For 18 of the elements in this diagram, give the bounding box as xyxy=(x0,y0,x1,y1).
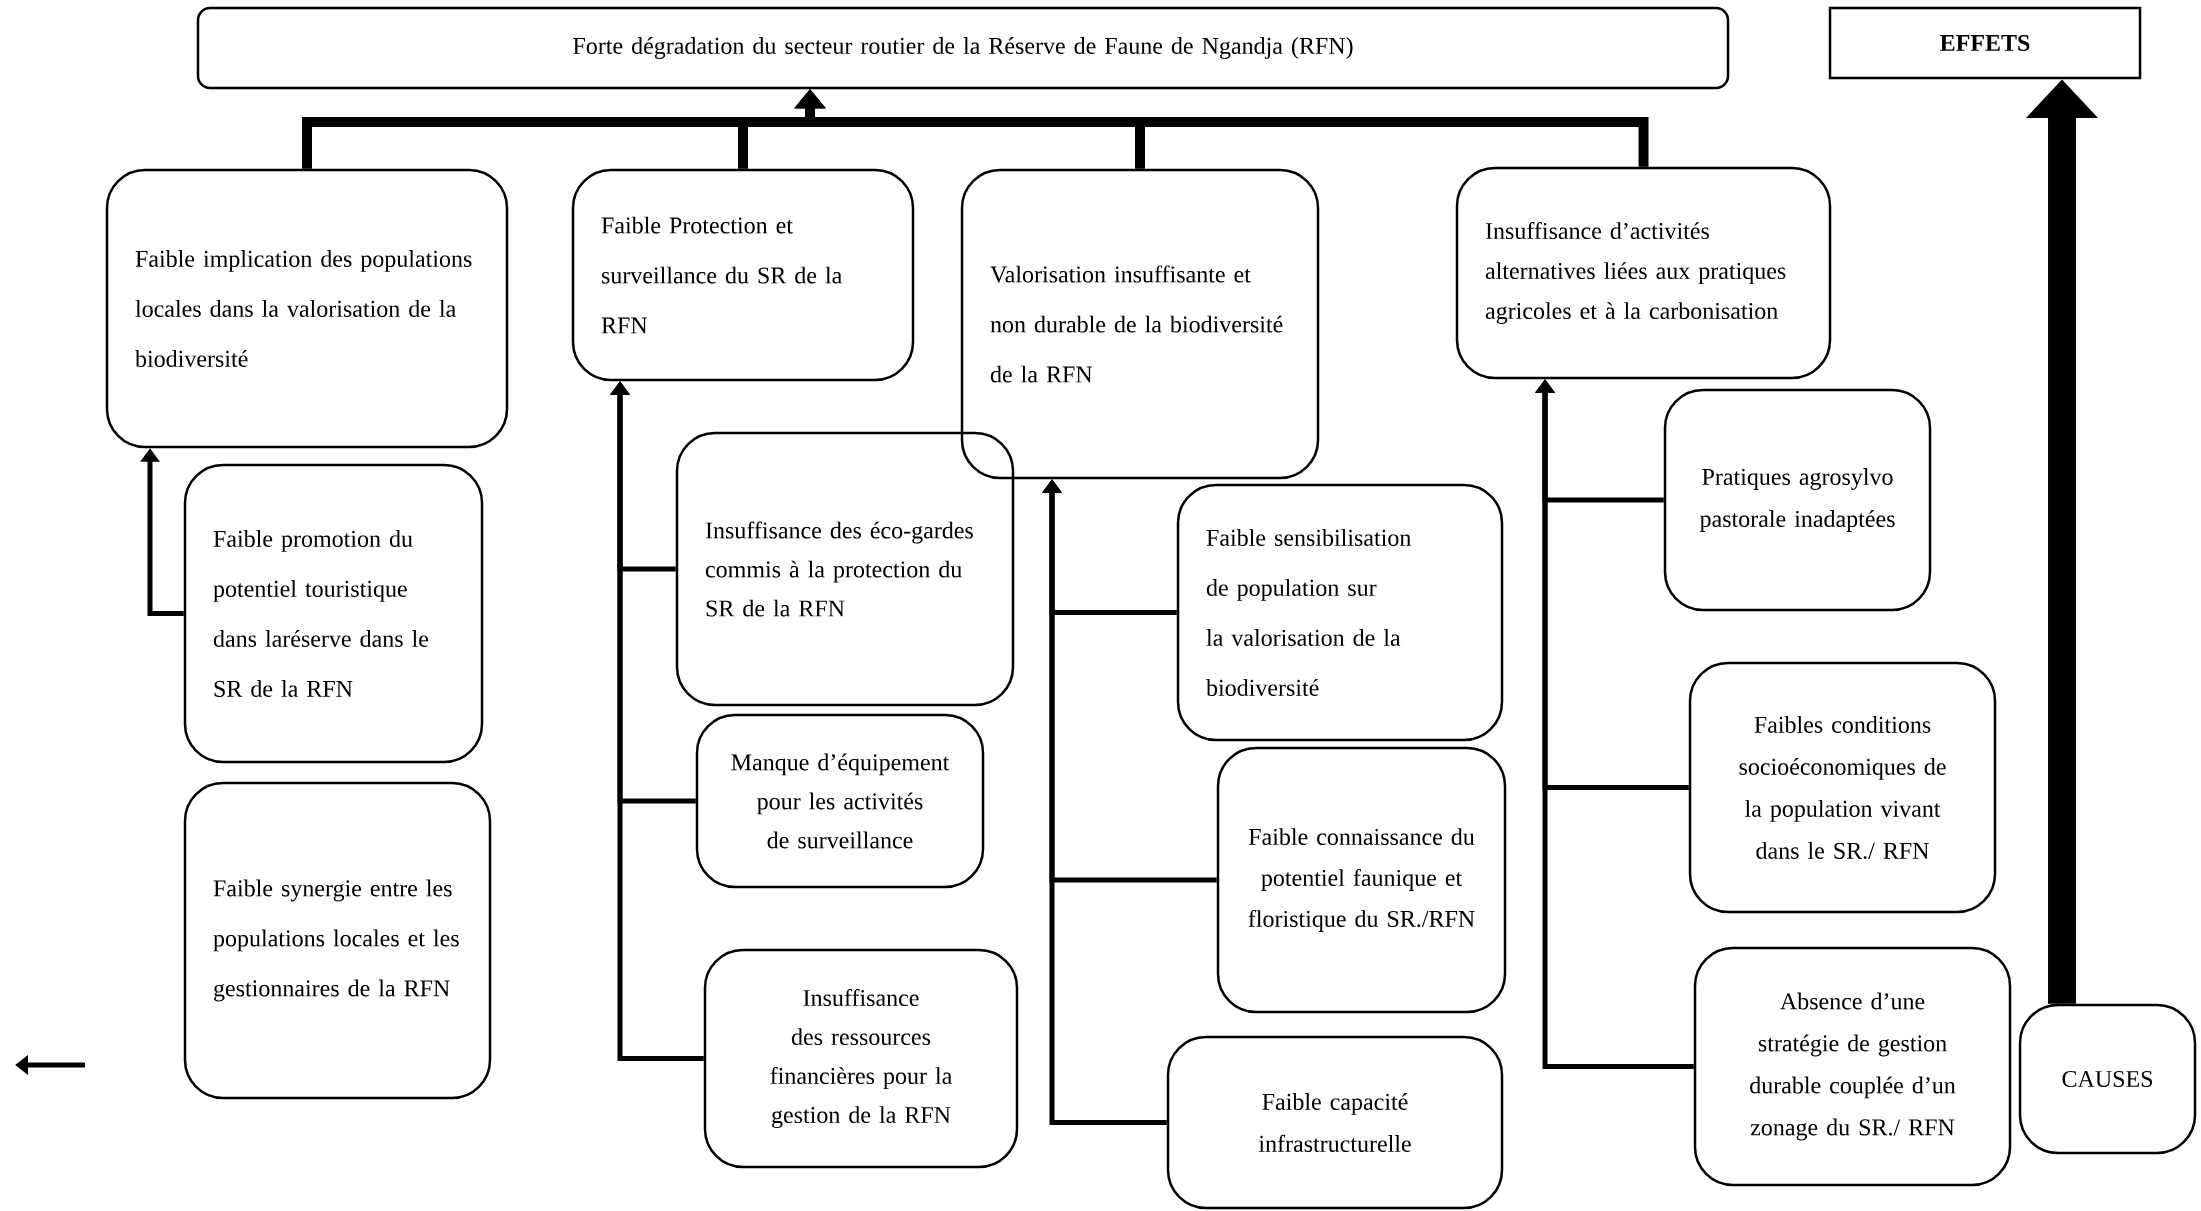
cause-box: Faible connaissance du potentiel faunique et floristique du SR./RFN xyxy=(1216,746,1507,1014)
cause-box: Faible capacité infrastructurelle xyxy=(1166,1035,1504,1210)
problem-box: Forte dégradation du secteur routier de la Réserve de Faune de Ngandja (RFN) xyxy=(196,6,1730,90)
cause-box: Faible sensibilisation de population sur la valorisation de la biodiversité xyxy=(1176,483,1504,742)
cause-box: Faible Protection et surveillance du SR de la RFN xyxy=(571,168,915,382)
cause-box: Faible implication des populations locales dans la valorisation de la biodiversité xyxy=(105,168,509,449)
cause-box: Faible synergie entre les populations locales et les gestionnaires de la RFN xyxy=(183,781,492,1100)
cause-box: Insuffisance d’activités alternatives liées aux pratiques agricoles et à la carbonisation xyxy=(1455,166,1832,380)
cause-box: Insuffisance des éco-gardes commis à la protection du SR de la RFN xyxy=(675,431,1015,707)
cause-box: Faible promotion du potentiel touristique dans laréserve dans le SR de la RFN xyxy=(183,463,484,764)
cause-box: Valorisation insuffisante et non durable de la biodiversité de la RFN xyxy=(960,168,1320,480)
cause-box: Insuffisance des ressources financières pour la gestion de la RFN xyxy=(703,948,1019,1169)
label-box: EFFETS xyxy=(1828,6,2142,80)
cause-box: Manque d’équipement pour les activités de surveillance xyxy=(695,713,985,889)
cause-box: Pratiques agrosylvo pastorale inadaptées xyxy=(1663,388,1932,612)
cause-box: Absence d’une stratégie de gestion durable couplée d’un zonage du SR./ RFN xyxy=(1693,946,2012,1187)
label-box: CAUSES xyxy=(2018,1003,2197,1155)
cause-box: Faibles conditions socioéconomiques de la population vivant dans le SR./ RFN xyxy=(1688,661,1997,914)
